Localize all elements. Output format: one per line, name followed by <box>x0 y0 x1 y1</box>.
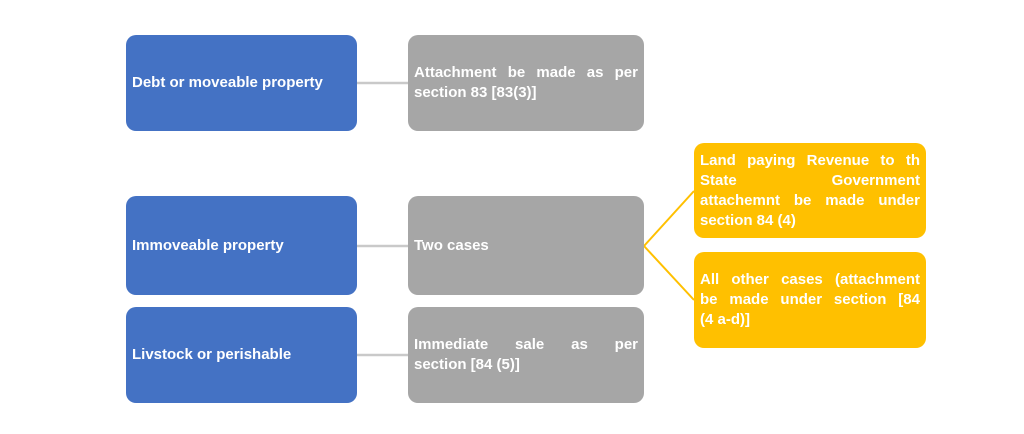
node-label: Livstock or perishable <box>132 346 292 363</box>
node-label-line: Land paying Revenue to th <box>700 151 920 169</box>
node-immediate-sale-section-84-5: Immediate sale as per section [84 (5)] <box>408 307 644 403</box>
connector-twocases-to-allothercases <box>643 245 695 301</box>
node-debt-or-moveable-property: Debt or moveable property <box>126 35 357 131</box>
node-label-line: Attachment be made as per <box>414 64 638 81</box>
node-label-line: All other cases (attachment <box>700 271 920 288</box>
node-label-line: section 83 [83(3)] <box>414 84 537 101</box>
node-all-other-cases: All other cases (attachment be made unde… <box>694 252 926 348</box>
node-label-line: attachemnt be made under <box>700 191 920 209</box>
node-label-line: section 84 (4) <box>700 211 796 229</box>
node-label: Debt or moveable property <box>132 74 323 91</box>
node-label-line: Immediate sale as per <box>414 336 638 353</box>
node-attachment-section-83: Attachment be made as per section 83 [83… <box>408 35 644 131</box>
node-label-line: section [84 (5)] <box>414 356 520 373</box>
node-label: Immoveable property <box>132 236 284 254</box>
node-immoveable-property: Immoveable property <box>126 196 357 295</box>
node-label: Two cases <box>414 236 489 254</box>
node-two-cases: Two cases <box>408 196 644 295</box>
connector-twocases-to-landrevenue <box>643 190 695 247</box>
node-land-paying-revenue-case: Land paying Revenue to th State Governme… <box>694 143 926 238</box>
node-label-line: (4 a-d)] <box>700 311 750 328</box>
node-label-line: be made under section [84 <box>700 291 920 308</box>
node-livestock-or-perishable: Livstock or perishable <box>126 307 357 403</box>
node-label-line: State Government <box>700 171 920 189</box>
